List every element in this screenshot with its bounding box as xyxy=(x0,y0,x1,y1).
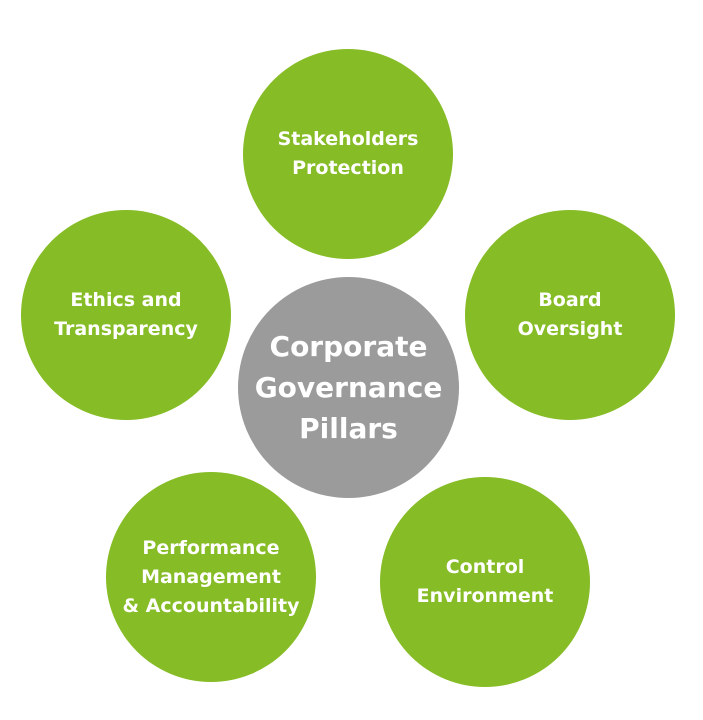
center-label-line: Pillars xyxy=(299,412,398,445)
pillar-stakeholders-protection: Stakeholders Protection xyxy=(243,49,453,259)
pillar-label-line: & Accountability xyxy=(122,594,300,617)
center-label-line: Corporate xyxy=(269,330,428,363)
pillar-label-line: Control xyxy=(445,556,525,578)
pillar-label-line: Ethics and xyxy=(70,289,182,311)
center-label-line: Governance xyxy=(254,371,443,404)
pillar-label-line: Stakeholders xyxy=(277,128,419,150)
pillar-board-oversight: Board Oversight xyxy=(465,210,675,420)
pillar-label-line: Performance xyxy=(142,536,280,559)
pillar-performance-management: Performance Management & Accountability xyxy=(106,472,316,682)
pillar-label-line: Management xyxy=(141,565,281,588)
pillar-label-line: Oversight xyxy=(517,318,623,340)
pillar-label-line: Protection xyxy=(292,157,404,179)
pillar-control-environment: Control Environment xyxy=(380,477,590,687)
pillar-label-line: Board xyxy=(538,289,602,311)
center-circle: Corporate Governance Pillars xyxy=(238,277,459,498)
pillar-ethics-transparency: Ethics and Transparency xyxy=(21,210,231,420)
pillar-label-line: Transparency xyxy=(54,318,198,340)
pillar-label-line: Environment xyxy=(416,585,554,607)
